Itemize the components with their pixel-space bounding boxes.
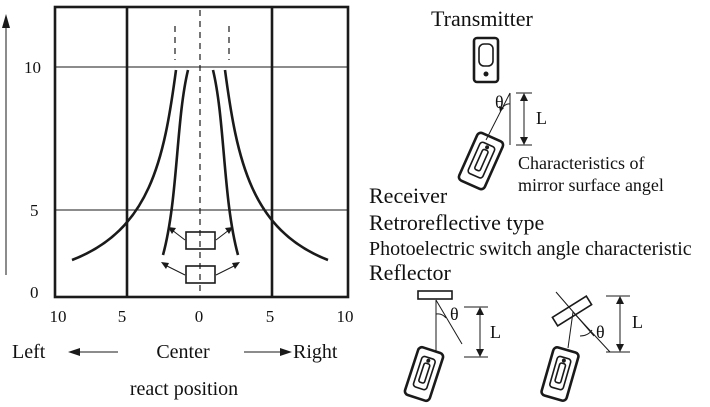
- x-tick-label: 5: [118, 307, 127, 326]
- x-axis-caption: react position: [130, 378, 238, 400]
- right-direction-label: Right: [293, 341, 338, 363]
- center-label: Center: [156, 341, 210, 363]
- receiver-device-icon: [540, 346, 580, 402]
- theta-symbol: θ: [450, 304, 459, 324]
- left-arrowhead: [68, 348, 80, 356]
- left-direction-label: Left: [12, 341, 46, 363]
- outer-curve-left: [71, 69, 178, 262]
- x-tick-label: 5: [266, 307, 275, 326]
- response-graph: 10 5 0 10 5 0 5 10 Left Center Right rea…: [2, 5, 354, 400]
- transmitter-device-icon: [472, 36, 500, 84]
- lower-target-box: [185, 265, 216, 284]
- right-arrowhead: [280, 348, 292, 356]
- theta-symbol: θ: [596, 322, 605, 342]
- mirror-angle-setup: θ L: [485, 92, 547, 146]
- receiver-device-icon: [457, 131, 505, 191]
- length-symbol: L: [490, 322, 501, 342]
- reflector-label: Reflector: [369, 260, 452, 285]
- reflector-flat-setup: θ L: [417, 290, 501, 358]
- upper-target-box: [185, 231, 216, 250]
- theta-symbol: θ: [495, 92, 504, 112]
- x-tick-label: 0: [195, 307, 204, 326]
- length-symbol: L: [536, 108, 547, 128]
- type-label: Retroreflective type: [369, 210, 544, 235]
- y-axis-arrowhead: [2, 14, 10, 28]
- motion-arrows: [161, 227, 240, 276]
- y-tick-label: 10: [24, 58, 41, 77]
- y-tick-label: 0: [30, 283, 39, 302]
- x-tick-label: 10: [50, 307, 67, 326]
- mirror-characteristics-line2: mirror surface angel: [518, 175, 664, 195]
- length-symbol: L: [632, 312, 643, 332]
- reflector-tilted-setup: θ L: [551, 291, 643, 353]
- inner-curve-right: [211, 69, 240, 256]
- receiver-device-icon: [403, 345, 445, 403]
- receiver-label: Receiver: [369, 183, 448, 208]
- graph-frame: [53, 5, 350, 299]
- right-panel: Transmitter θ L Charact: [369, 6, 692, 403]
- transmitter-label: Transmitter: [431, 6, 534, 31]
- mirror-characteristics-line1: Characteristics of: [518, 153, 644, 173]
- x-tick-label: 10: [337, 307, 354, 326]
- angle-characteristic-label: Photoelectric switch angle characteristi…: [369, 238, 692, 260]
- y-tick-label: 5: [30, 201, 39, 220]
- inner-curve-left: [161, 69, 190, 256]
- outer-curve-right: [223, 69, 329, 262]
